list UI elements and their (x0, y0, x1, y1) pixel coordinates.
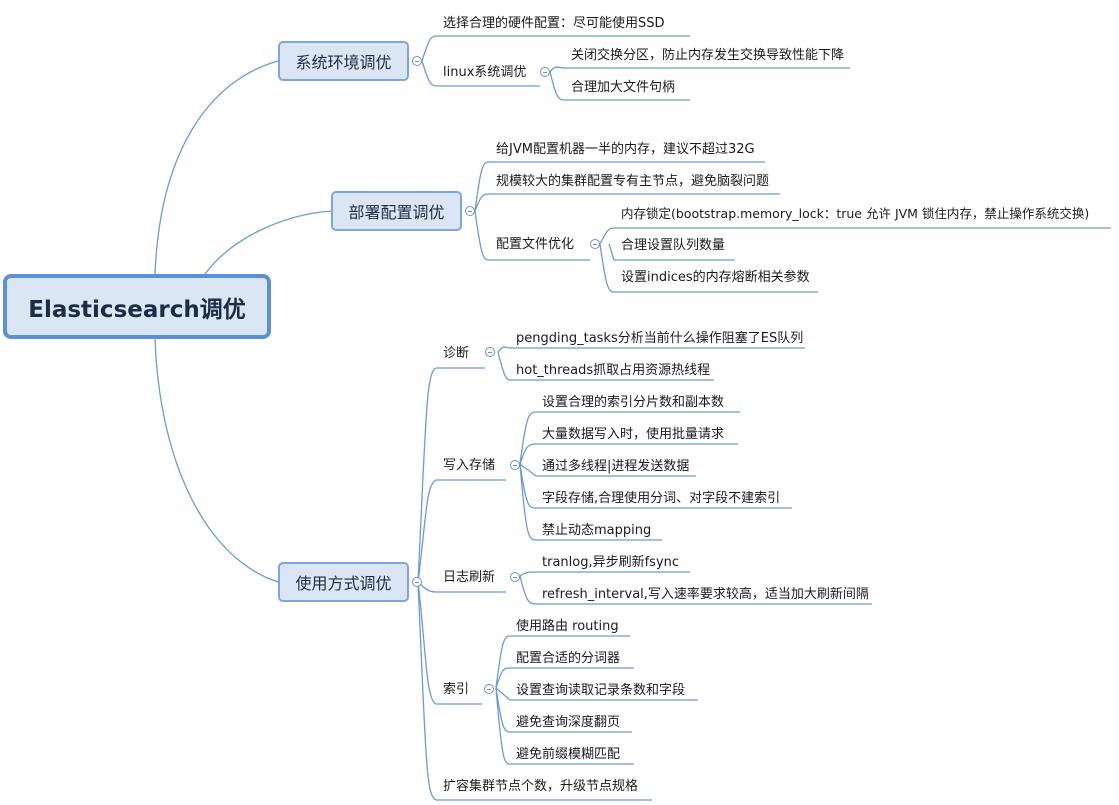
topic-prefix-match[interactable]: 避免前缀模糊匹配 (516, 747, 621, 762)
topic-config-file[interactable]: 配置文件优化 (496, 237, 575, 252)
topic-queue[interactable]: 合理设置队列数量 (621, 238, 726, 253)
topic-index[interactable]: 索引 (443, 682, 470, 697)
topic-memory-lock[interactable]: 内存锁定(bootstrap.memory_lock：true 允许 JVM 锁… (621, 206, 1090, 221)
branch-deploy[interactable]: 部署配置调优 (331, 191, 462, 231)
topic-dynamic-mapping[interactable]: 禁止动态mapping (542, 523, 652, 538)
collapse-linux-icon[interactable] (540, 67, 550, 77)
topic-refresh-interval[interactable]: refresh_interval,写入速率要求较高，适当加大刷新间隔 (542, 587, 869, 602)
topic-tranlog[interactable]: tranlog,异步刷新fsync (542, 555, 680, 570)
collapse-log-icon[interactable] (510, 572, 520, 582)
topic-scale-cluster[interactable]: 扩容集群节点个数，升级节点规格 (443, 779, 639, 794)
topic-pending-tasks[interactable]: pengding_tasks分析当前什么操作阻塞了ES队列 (516, 331, 804, 346)
topic-multithread[interactable]: 通过多线程|进程发送数据 (542, 459, 690, 474)
topic-shards[interactable]: 设置合理的索引分片数和副本数 (542, 395, 725, 410)
topic-hot-threads[interactable]: hot_threads抓取占用资源热线程 (516, 363, 711, 378)
topic-linux[interactable]: linux系统调优 (443, 65, 527, 80)
collapse-env-icon[interactable] (412, 56, 422, 66)
branch-env-label: 系统环境调优 (295, 53, 392, 72)
root-label: Elasticsearch调优 (28, 296, 246, 323)
collapse-write-icon[interactable] (510, 460, 520, 470)
topic-analyzer[interactable]: 配置合适的分词器 (516, 651, 621, 666)
topic-hardware[interactable]: 选择合理的硬件配置：尽可能使用SSD (443, 16, 665, 31)
topic-jvm[interactable]: 给JVM配置机器一半的内存，建议不超过32G (496, 142, 755, 157)
collapse-conf-icon[interactable] (590, 239, 600, 249)
topic-field-storage[interactable]: 字段存储,合理使用分词、对字段不建索引 (542, 491, 781, 506)
topic-swap[interactable]: 关闭交换分区，防止内存发生交换导致性能下降 (571, 48, 845, 63)
collapse-deploy-icon[interactable] (465, 206, 475, 216)
topic-write[interactable]: 写入存储 (443, 458, 496, 473)
topic-query-fields[interactable]: 设置查询读取记录条数和字段 (516, 683, 686, 698)
topic-log-refresh[interactable]: 日志刷新 (443, 570, 496, 585)
topic-deep-paging[interactable]: 避免查询深度翻页 (516, 715, 621, 730)
branch-env[interactable]: 系统环境调优 (278, 41, 409, 81)
branch-usage[interactable]: 使用方式调优 (278, 562, 409, 602)
topic-file-handles[interactable]: 合理加大文件句柄 (571, 80, 676, 95)
collapse-usage-icon[interactable] (412, 577, 422, 587)
collapse-index-icon[interactable] (484, 684, 494, 694)
topic-routing[interactable]: 使用路由 routing (516, 619, 619, 634)
topic-diagnose[interactable]: 诊断 (443, 346, 470, 361)
branch-deploy-label: 部署配置调优 (348, 203, 445, 222)
root-node[interactable]: Elasticsearch调优 (3, 274, 271, 339)
collapse-diag-icon[interactable] (485, 347, 495, 357)
topic-master-nodes[interactable]: 规模较大的集群配置专有主节点，避免脑裂问题 (496, 174, 770, 189)
branch-usage-label: 使用方式调优 (295, 574, 392, 593)
topic-bulk[interactable]: 大量数据写入时，使用批量请求 (542, 427, 725, 442)
topic-breaker[interactable]: 设置indices的内存熔断相关参数 (621, 270, 810, 285)
